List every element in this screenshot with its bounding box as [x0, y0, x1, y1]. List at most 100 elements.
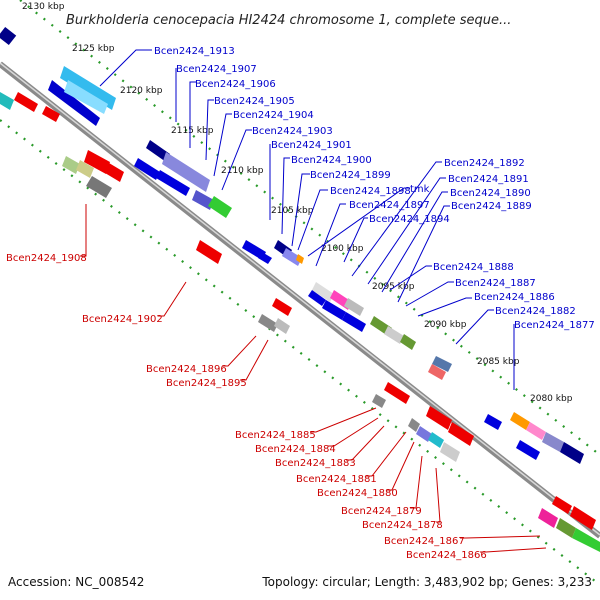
- gene-block: [344, 298, 364, 316]
- gene-block: [274, 318, 290, 334]
- gene-label[interactable]: Bcen2424_1892: [444, 158, 525, 169]
- gene-label[interactable]: Bcen2424_1903: [252, 126, 333, 137]
- gene-block: [64, 80, 108, 114]
- gene-block: [538, 508, 558, 528]
- gene-block: [62, 156, 80, 174]
- gene-block: [572, 528, 600, 552]
- kbp-tick-label: 2100 kbp: [321, 244, 364, 254]
- gene-arrow: [308, 290, 326, 306]
- gene-label[interactable]: Bcen2424_1902: [82, 314, 163, 325]
- gene-arrow: [552, 496, 572, 514]
- forward-leaders: [99, 49, 515, 390]
- gene-label[interactable]: Bcen2424_1896: [146, 364, 227, 375]
- forward-labels: Bcen2424_1913 Bcen2424_1907 Bcen2424_190…: [154, 46, 595, 331]
- gene-block: [0, 26, 17, 46]
- gene-arrow: [48, 80, 100, 126]
- gene-label[interactable]: Bcen2424_1867: [384, 536, 465, 547]
- backbone: [0, 61, 600, 539]
- kbp-tick-label: 2085 kbp: [477, 357, 520, 367]
- gene-label[interactable]: Bcen2424_1913: [154, 46, 235, 57]
- gene-arrow: [196, 240, 222, 264]
- reverse-leaders: [80, 204, 547, 553]
- gene-label[interactable]: Bcen2424_1895: [166, 378, 247, 389]
- gene-block: [192, 190, 214, 210]
- gene-label[interactable]: Bcen2424_1889: [451, 201, 532, 212]
- gene-label[interactable]: Bcen2424_1882: [495, 306, 576, 317]
- gene-label[interactable]: Bcen2424_1880: [317, 488, 398, 499]
- gene-arrow: [384, 382, 410, 404]
- gene-block: [60, 66, 116, 110]
- kbp-tick-label: 2110 kbp: [221, 166, 264, 176]
- gene-block: [440, 442, 460, 462]
- gene-block: [282, 248, 302, 266]
- gene-label[interactable]: Bcen2424_1906: [195, 79, 276, 90]
- gene-label[interactable]: Bcen2424_1907: [176, 64, 257, 75]
- gene-block: [372, 394, 386, 408]
- gene-block: [510, 412, 530, 430]
- gene-arrow: [484, 414, 502, 430]
- gene-label[interactable]: Bcen2424_1899: [310, 170, 391, 181]
- topology-text: Topology: circular; Length: 3,483,902 bp…: [261, 575, 592, 589]
- gene-label[interactable]: Bcen2424_1897: [349, 200, 430, 211]
- gene-label[interactable]: Bcen2424_1881: [296, 474, 377, 485]
- gene-block: [428, 432, 444, 448]
- gene-label[interactable]: Bcen2424_1877: [514, 320, 595, 331]
- gene-arrow: [272, 298, 292, 316]
- gene-block: [526, 422, 546, 440]
- gene-block: [560, 442, 584, 464]
- gene-block: [416, 426, 432, 442]
- gene-block: [0, 92, 14, 110]
- gene-label[interactable]: Bcen2424_1879: [341, 506, 422, 517]
- gene-arrow: [134, 158, 160, 180]
- gene-label[interactable]: Bcen2424_1886: [474, 292, 555, 303]
- gene-label[interactable]: tmk: [410, 184, 430, 195]
- gene-label[interactable]: Bcen2424_1891: [448, 174, 529, 185]
- gene-block: [400, 334, 416, 350]
- gene-label[interactable]: Bcen2424_1878: [362, 520, 443, 531]
- kbp-tick-label: 2090 kbp: [424, 320, 467, 330]
- gene-label[interactable]: Bcen2424_1908: [6, 253, 87, 264]
- gene-arrow: [448, 422, 474, 446]
- reverse-labels: Bcen2424_1908 Bcen2424_1902 Bcen2424_189…: [6, 253, 487, 561]
- gene-block: [432, 356, 452, 372]
- gene-arrow: [258, 252, 272, 264]
- gene-label[interactable]: Bcen2424_1894: [369, 214, 450, 225]
- gene-label[interactable]: Bcen2424_1905: [214, 96, 295, 107]
- gene-label[interactable]: Bcen2424_1904: [233, 110, 314, 121]
- kbp-tick-label: 2125 kbp: [72, 44, 115, 54]
- gene-arrow: [570, 506, 596, 530]
- gene-block: [258, 314, 278, 332]
- gene-block: [162, 152, 210, 192]
- gene-label[interactable]: Bcen2424_1887: [455, 278, 536, 289]
- accession-text: Accession: NC_008542: [8, 575, 144, 589]
- gene-block: [296, 254, 304, 264]
- gene-arrow: [156, 170, 190, 196]
- gene-arrow: [342, 312, 366, 332]
- gene-block: [76, 160, 94, 178]
- gene-label[interactable]: Bcen2424_1900: [291, 155, 372, 166]
- gene-arrow: [516, 440, 540, 460]
- gene-arrow: [322, 300, 346, 320]
- gene-label[interactable]: Bcen2424_1866: [406, 550, 487, 561]
- gene-label[interactable]: Bcen2424_1901: [271, 140, 352, 151]
- kbp-tick-label: 2115 kbp: [171, 126, 214, 136]
- kbp-tick-label: 2080 kbp: [530, 394, 573, 404]
- gene-label[interactable]: Bcen2424_1898: [330, 186, 411, 197]
- gene-label[interactable]: Bcen2424_1885: [235, 430, 316, 441]
- kbp-labels: 2130 kbp 2125 kbp 2120 kbp 2115 kbp 2110…: [22, 2, 573, 404]
- gene-label[interactable]: Bcen2424_1888: [433, 262, 514, 273]
- gene-label[interactable]: Bcen2424_1883: [275, 458, 356, 469]
- kbp-tick-label: 2120 kbp: [120, 86, 163, 96]
- gene-block: [312, 282, 334, 302]
- kbp-tick-label: 2130 kbp: [22, 2, 65, 12]
- reverse-genes: [0, 92, 600, 552]
- gene-label[interactable]: Bcen2424_1884: [255, 444, 336, 455]
- gene-arrow: [14, 92, 38, 112]
- backbone-line: [0, 61, 600, 539]
- gene-block: [408, 418, 420, 432]
- gene-block: [556, 518, 576, 538]
- gene-block: [384, 326, 404, 344]
- gene-label[interactable]: Bcen2424_1890: [450, 188, 531, 199]
- gene-block: [146, 140, 170, 162]
- map-title: Burkholderia cenocepacia HI2424 chromoso…: [66, 13, 511, 28]
